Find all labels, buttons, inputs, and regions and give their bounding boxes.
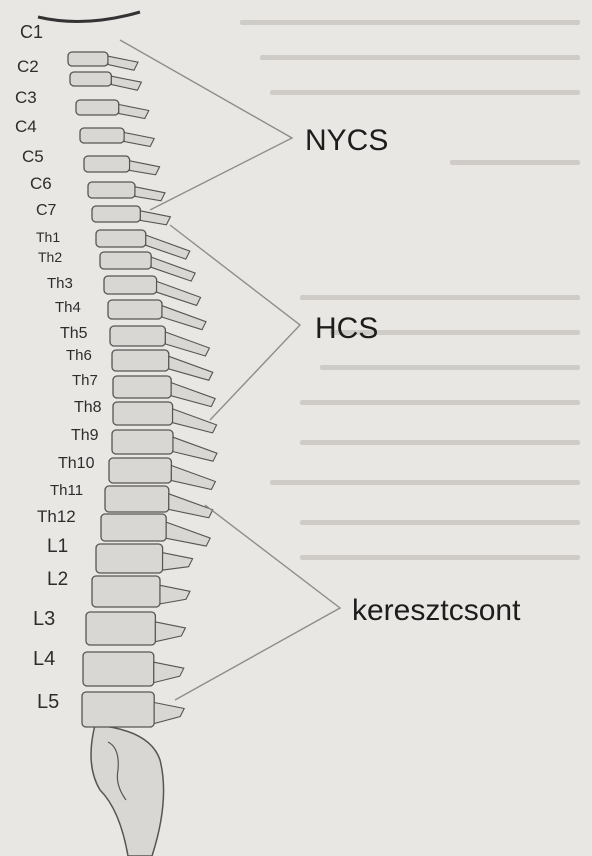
spinous-process — [159, 584, 191, 605]
vertebra-body — [104, 485, 170, 513]
vertebra-body — [99, 251, 152, 270]
vertebra-body — [111, 349, 170, 372]
vertebra-label: Th7 — [72, 372, 98, 389]
spinous-process — [165, 521, 211, 547]
vertebra-body — [75, 99, 120, 116]
vertebra-label: Th11 — [50, 482, 83, 499]
spinous-process — [154, 621, 187, 643]
vertebra-label: C5 — [22, 147, 44, 166]
vertebra-label: L4 — [33, 648, 55, 670]
spinous-process — [168, 493, 214, 519]
spinous-process — [150, 256, 196, 282]
vertebra-label: C6 — [30, 174, 52, 193]
vertebra-body — [103, 275, 158, 295]
vertebra-body — [112, 375, 172, 399]
vertebra-label: C7 — [36, 202, 57, 219]
vertebra-body — [91, 575, 161, 608]
vertebra-label: Th1 — [36, 229, 60, 245]
vertebra-label: C4 — [15, 117, 37, 136]
vertebra-label: Th3 — [47, 275, 73, 292]
spinous-process — [134, 186, 166, 202]
spinous-process — [107, 55, 139, 71]
sacrum-shape — [90, 724, 165, 856]
vertebra-label: C2 — [17, 57, 39, 76]
vertebra-body — [69, 71, 113, 87]
spinous-process — [118, 103, 150, 120]
vertebra-label: C1 — [20, 22, 43, 42]
vertebra-label: Th2 — [38, 249, 62, 265]
vertebra-body — [91, 205, 142, 223]
region-label-hcs: HCS — [315, 312, 378, 345]
vertebra-body — [79, 127, 125, 144]
vertebra-body — [108, 457, 173, 484]
vertebra-body — [100, 513, 167, 542]
vertebra-label: Th4 — [55, 299, 81, 316]
spinous-process — [129, 160, 161, 176]
spinous-process — [164, 331, 211, 357]
vertebra-label: L3 — [33, 608, 55, 630]
vertebra-body — [109, 325, 167, 347]
spinous-process — [172, 436, 218, 462]
bracket-lines — [119, 39, 342, 701]
vertebra-body — [67, 51, 109, 67]
vertebra-body — [107, 299, 163, 320]
vertebra-body — [85, 611, 157, 646]
vertebra-body — [95, 543, 164, 574]
spinous-process — [168, 355, 214, 381]
vertebra-label: Th6 — [66, 347, 92, 364]
spinous-process — [145, 234, 191, 260]
vertebra-label: Th10 — [58, 455, 95, 472]
hcs-bracket — [169, 224, 302, 421]
vertebra-label: L2 — [47, 569, 68, 590]
vertebra-body — [112, 401, 174, 426]
spinous-process — [161, 304, 207, 331]
vertebra-label: C3 — [15, 88, 37, 107]
spinous-process — [170, 381, 216, 408]
spinous-process — [110, 75, 143, 91]
nycs-bracket — [119, 39, 294, 211]
spinous-process — [139, 210, 172, 226]
spinous-process — [172, 408, 218, 434]
spinous-process — [156, 280, 202, 307]
vertebra-body — [81, 691, 155, 728]
vertebra-label: Th9 — [71, 427, 99, 444]
vertebra-body — [87, 181, 136, 199]
vertebra-body — [111, 429, 174, 455]
spinous-process — [153, 701, 186, 725]
region-label-keresztcsont: keresztcsont — [352, 594, 521, 627]
spinous-process — [123, 131, 156, 148]
region-label-nycs: NYCS — [305, 124, 388, 157]
spinous-process — [162, 552, 194, 571]
vertebra-label: Th5 — [60, 325, 88, 342]
vertebra-label: L1 — [47, 536, 68, 557]
sacrum-bracket — [174, 504, 342, 701]
vertebra-label: Th12 — [37, 507, 76, 526]
spinous-process — [170, 464, 217, 491]
background-text-lines — [240, 20, 580, 560]
spinous-process — [153, 661, 185, 684]
skull-base-arc — [37, 10, 141, 23]
vertebra-body — [95, 229, 147, 248]
vertebra-label: Th8 — [74, 399, 102, 416]
vertebra-label: L5 — [37, 691, 59, 713]
vertebra-body — [83, 155, 131, 173]
vertebra-body — [82, 651, 155, 687]
